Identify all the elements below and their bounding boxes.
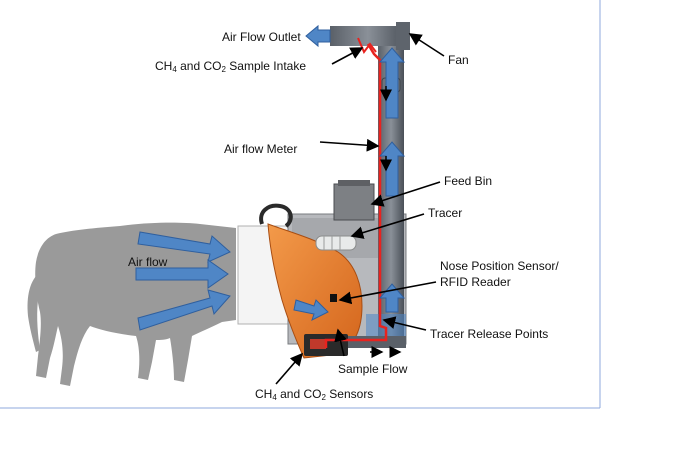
outlet-arrow — [305, 24, 331, 48]
leader-feed-bin — [370, 181, 441, 207]
airflow-arrows — [135, 231, 329, 331]
label-feed-bin: Feed Bin — [444, 174, 493, 188]
bottom-duct — [340, 336, 406, 348]
top-elbow — [396, 22, 410, 50]
label-nose-sensor-line2: RFID Reader — [440, 275, 511, 289]
tracer-tube — [315, 235, 357, 251]
airflow-arrow-3 — [137, 289, 231, 331]
hood-handle — [259, 203, 293, 228]
label-nose-sensor-line1: Nose Position Sensor/ — [440, 259, 559, 273]
sample-flow-ticks — [370, 86, 402, 358]
airflow-arrow-1 — [137, 231, 231, 263]
label-tracer-release-points: Tracer Release Points — [430, 327, 549, 341]
label-fan: Fan — [448, 53, 469, 67]
label-sample-flow: Sample Flow — [338, 362, 408, 376]
airflow-arrow-2 — [135, 259, 229, 289]
leader-sample-flow — [334, 328, 347, 357]
label-sample-intake: CH4 and CO2 Sample Intake — [155, 59, 306, 74]
label-tracer: Tracer — [428, 206, 463, 220]
label-air-flow-outlet: Air Flow Outlet — [222, 30, 301, 44]
leader-sensors — [275, 352, 304, 385]
label-sensors: CH4 and CO2 Sensors — [255, 387, 374, 402]
label-air-flow: Air flow — [128, 255, 168, 269]
cow-silhouette — [27, 222, 236, 386]
leader-airflow-meter — [319, 138, 380, 152]
airflow-arrow-hood — [293, 299, 329, 321]
nose-sensor-block — [330, 294, 337, 302]
leader-fan — [408, 33, 445, 57]
leader-tracer-release — [382, 316, 427, 331]
leader-nose-sensor — [338, 281, 437, 305]
feed-bin-shape — [333, 180, 375, 221]
sensor-indicator — [310, 339, 326, 349]
top-outlet-duct — [330, 26, 406, 46]
leader-tracer — [350, 213, 425, 239]
leader-sample-intake — [331, 47, 364, 65]
label-air-flow-meter: Air flow Meter — [224, 142, 298, 156]
duct-arrow-up-mid — [378, 141, 406, 197]
sample-intake-coil — [357, 37, 377, 54]
